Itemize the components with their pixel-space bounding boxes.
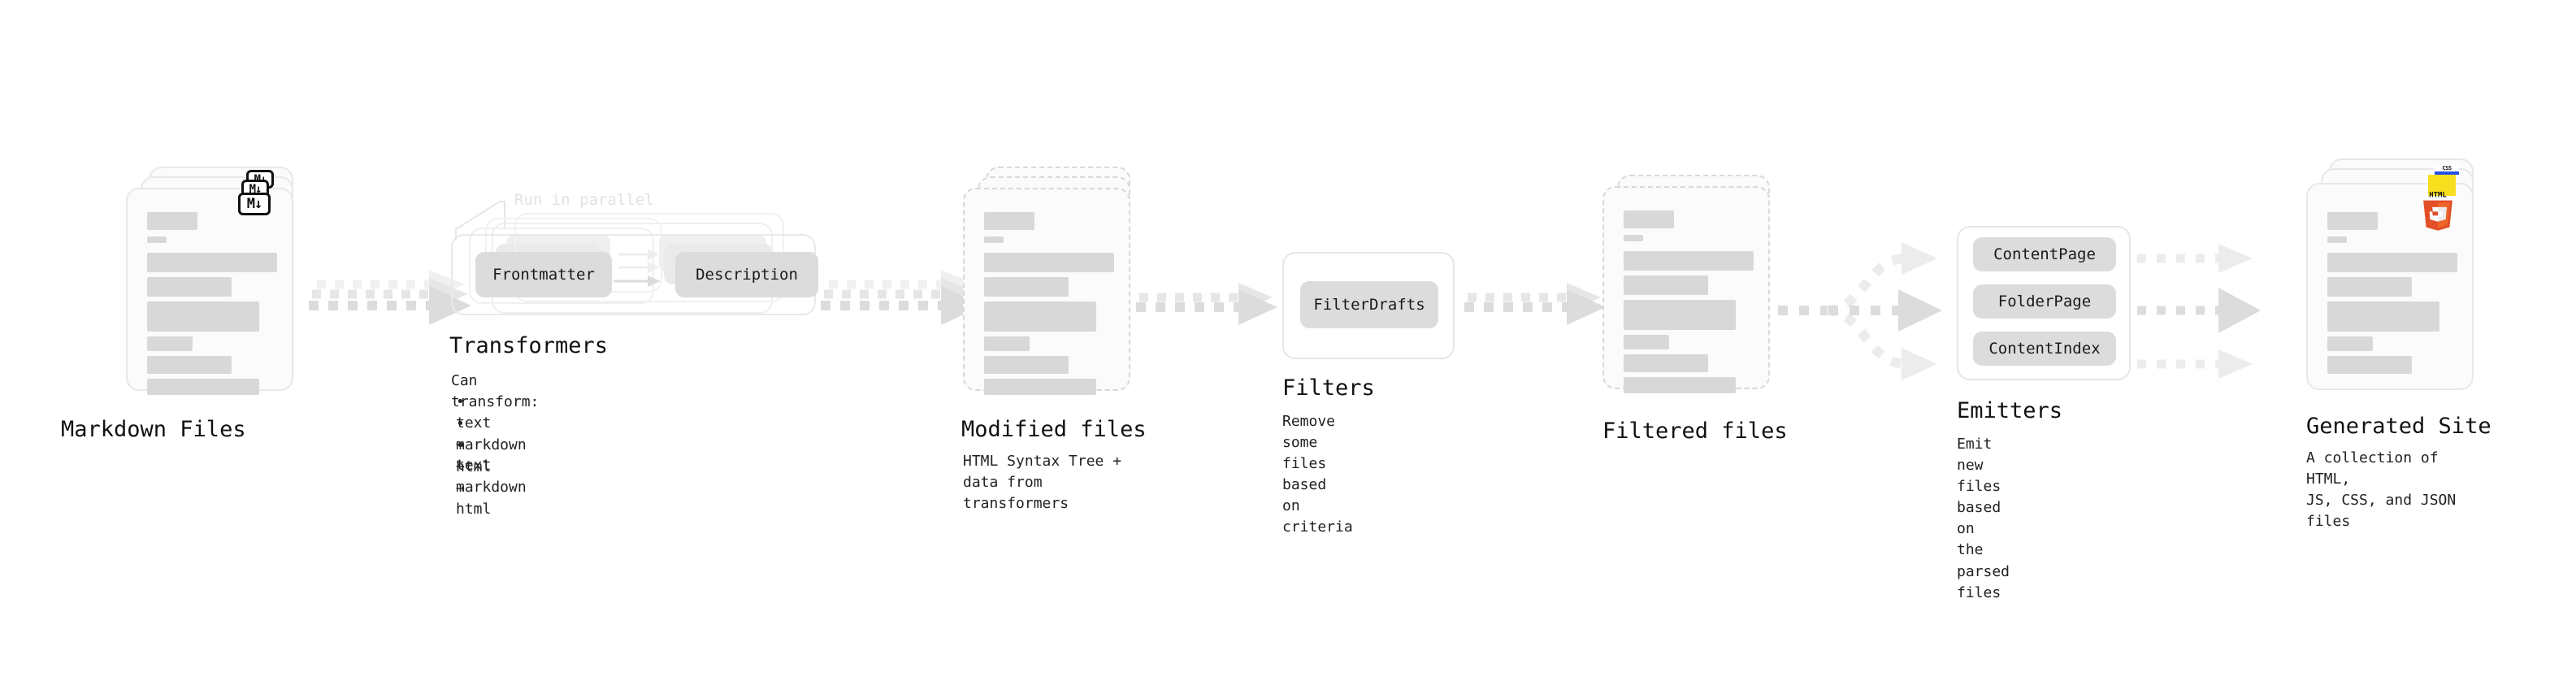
transformer-chip-frontmatter[interactable]: Frontmatter	[475, 252, 612, 297]
skeleton-line	[984, 301, 1096, 332]
stage-title-emitters: Emitters	[1957, 398, 2063, 423]
js-badge	[2428, 175, 2456, 196]
skeleton-line	[2327, 356, 2412, 374]
filtered-card-stack	[1602, 175, 1770, 402]
skeleton-line	[147, 277, 232, 297]
run-in-parallel-leader	[455, 201, 505, 241]
emitter-chip-contentindex[interactable]: ContentIndex	[1973, 332, 2116, 366]
markdown-card-front[interactable]	[126, 188, 293, 395]
stage-markdown-files: M↓ M↓ M↓ Markdown Files	[61, 167, 293, 442]
markdown-badge: M↓	[238, 193, 271, 215]
emitters-subtitle: Emit new files based on the parsed files	[1957, 436, 2010, 601]
skeleton-line	[1624, 275, 1708, 295]
fanin-arrows	[2137, 244, 2261, 379]
stage-modified-files: Modified files HTML Syntax Tree + data f…	[961, 167, 1147, 512]
skeleton-line	[147, 356, 232, 374]
annotation-run-in-parallel: Run in parallel	[514, 191, 654, 209]
stage-generated-site: CSS HTML Generated Site A collecti	[2306, 158, 2491, 530]
skeleton-line	[1624, 235, 1643, 241]
transformers-subtitle: Can transform:	[451, 372, 540, 411]
skeleton-line	[1624, 300, 1736, 330]
transformers-bullet: • html → html	[456, 437, 492, 518]
skeleton-line	[984, 277, 1069, 297]
stage-title-generated-site: Generated Site	[2306, 414, 2491, 439]
skeleton-line	[984, 253, 1114, 272]
stage-title-filtered-files: Filtered files	[1602, 419, 1788, 444]
skeleton-line	[1624, 377, 1736, 393]
skeleton-line	[147, 212, 197, 230]
css-badge: CSS	[2435, 165, 2459, 175]
skeleton-line	[1624, 335, 1669, 349]
filtered-card-front[interactable]	[1602, 186, 1770, 393]
skeleton-line	[2327, 301, 2439, 332]
skeleton-line	[2327, 236, 2347, 243]
fanout-arrow	[1778, 242, 1942, 380]
skeleton-line	[984, 212, 1034, 230]
modified-card-stack	[963, 167, 1130, 395]
filters-subtitle: Remove some files based on criteria	[1282, 413, 1353, 536]
skeleton-line	[984, 356, 1069, 374]
markdown-card-stack: M↓ M↓ M↓	[126, 167, 293, 395]
svg-text:HTML: HTML	[2429, 192, 2447, 200]
skeleton-line	[2327, 336, 2373, 351]
generated-card-stack: CSS HTML	[2306, 158, 2474, 394]
transformer-chip-description[interactable]: Description	[675, 252, 818, 297]
connector-arrow	[1464, 283, 1606, 325]
connector-arrow	[1136, 283, 1277, 325]
emitter-chip-contentpage[interactable]: ContentPage	[1973, 237, 2116, 271]
skeleton-line	[147, 379, 259, 395]
skeleton-line	[147, 301, 259, 332]
skeleton-line	[1624, 354, 1708, 372]
skeleton-line	[984, 236, 1004, 243]
filter-chip-filterdrafts[interactable]: FilterDrafts	[1300, 281, 1438, 328]
modified-card-front[interactable]	[963, 188, 1130, 395]
transformer-inner-arrows	[614, 249, 661, 287]
stage-filtered-files: Filtered files	[1602, 175, 1788, 444]
transformers-bullet: • markdown → markdown	[456, 415, 527, 497]
skeleton-line	[2327, 277, 2412, 297]
skeleton-line	[147, 336, 193, 351]
connector-arrow	[821, 270, 983, 325]
transformers-bullet: • text → text	[456, 393, 492, 475]
connector-arrow	[309, 270, 471, 325]
skeleton-line	[2327, 253, 2457, 272]
skeleton-line	[1624, 251, 1754, 271]
stage-title-transformers: Transformers	[449, 333, 609, 358]
stage-title-markdown-files: Markdown Files	[61, 417, 246, 442]
html5-badge: HTML	[2423, 192, 2452, 231]
skeleton-line	[147, 253, 277, 272]
emitter-chip-folderpage[interactable]: FolderPage	[1973, 284, 2116, 319]
generated-site-subtitle: A collection of HTML, JS, CSS, and JSON …	[2306, 449, 2457, 531]
skeleton-line	[1624, 210, 1674, 228]
skeleton-line	[984, 379, 1096, 395]
skeleton-line	[147, 236, 167, 243]
skeleton-line	[984, 336, 1030, 351]
modified-files-subtitle: HTML Syntax Tree + data from transformer…	[963, 453, 1122, 513]
stage-title-modified-files: Modified files	[961, 417, 1147, 442]
stage-title-filters: Filters	[1282, 375, 1375, 401]
generated-card-front[interactable]	[2306, 183, 2474, 390]
skeleton-line	[2327, 212, 2378, 230]
